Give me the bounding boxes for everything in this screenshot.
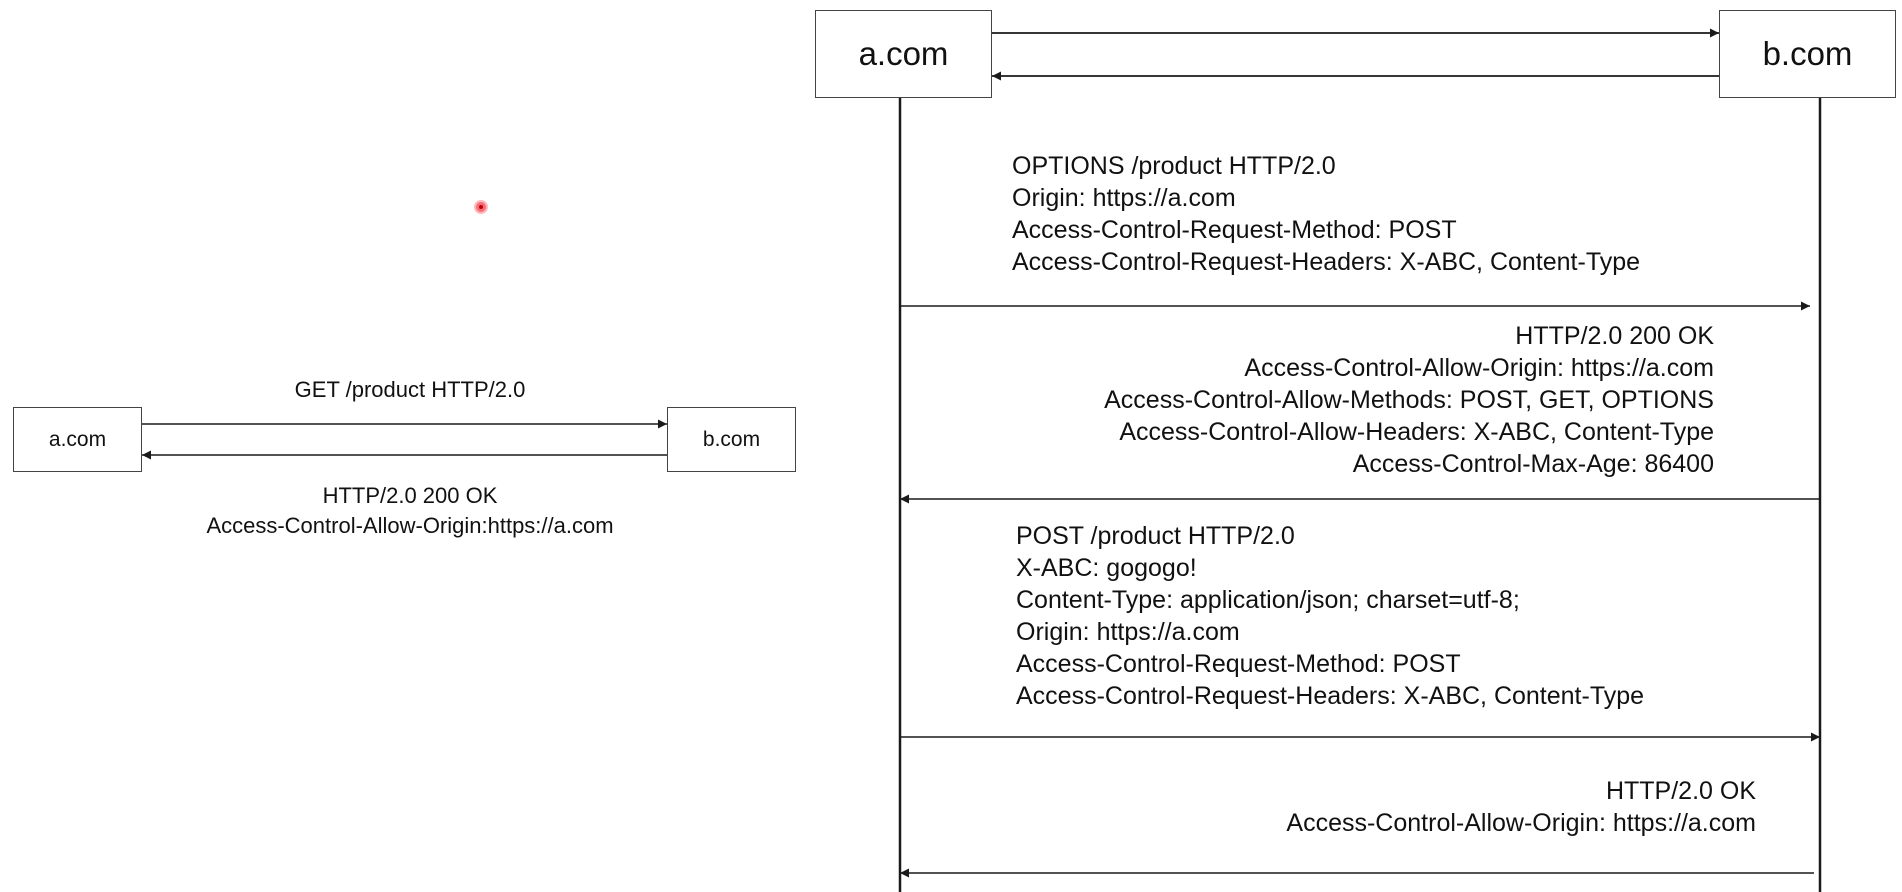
- message-line: Access-Control-Allow-Origin: https://a.c…: [1286, 809, 1756, 837]
- simple-server-label: b.com: [702, 427, 761, 451]
- message-line: Access-Control-Allow-Origin: https://a.c…: [1244, 354, 1714, 382]
- simple-request-label: GET /product HTTP/2.0: [230, 375, 590, 405]
- simple-request-line: GET /product HTTP/2.0: [294, 377, 526, 402]
- simple-client-box: a.com: [13, 407, 142, 472]
- simple-response-label: HTTP/2.0 200 OK Access-Control-Allow-Ori…: [160, 481, 660, 541]
- message-line: Access-Control-Max-Age: 86400: [1352, 450, 1714, 478]
- preflight-client-label: a.com: [858, 35, 949, 72]
- message-line: Access-Control-Request-Method: POST: [1016, 650, 1461, 678]
- post-request-label: POST /product HTTP/2.0 X-ABC: gogogo! Co…: [1016, 520, 1644, 712]
- simple-server-box: b.com: [667, 407, 796, 472]
- message-line: Access-Control-Request-Method: POST: [1012, 216, 1457, 244]
- message-line: OPTIONS /product HTTP/2.0: [1012, 152, 1336, 180]
- options-request-label: OPTIONS /product HTTP/2.0 Origin: https:…: [1012, 150, 1640, 278]
- post-response-label: HTTP/2.0 OK Access-Control-Allow-Origin:…: [1286, 775, 1756, 839]
- simple-response-header: Access-Control-Allow-Origin:https://a.co…: [206, 513, 614, 538]
- simple-client-label: a.com: [48, 427, 107, 451]
- message-line: POST /product HTTP/2.0: [1016, 522, 1295, 550]
- message-line: Access-Control-Allow-Methods: POST, GET,…: [1104, 386, 1714, 414]
- message-line: Origin: https://a.com: [1012, 184, 1236, 212]
- message-line: Origin: https://a.com: [1016, 618, 1240, 646]
- message-line: HTTP/2.0 OK: [1605, 777, 1756, 805]
- preflight-server-box: b.com: [1719, 10, 1896, 98]
- message-line: X-ABC: gogogo!: [1016, 554, 1197, 582]
- message-line: Content-Type: application/json; charset=…: [1016, 586, 1520, 614]
- message-line: HTTP/2.0 200 OK: [1515, 322, 1714, 350]
- options-response-label: HTTP/2.0 200 OK Access-Control-Allow-Ori…: [1104, 320, 1714, 480]
- simple-response-status: HTTP/2.0 200 OK: [322, 483, 498, 508]
- message-line: Access-Control-Request-Headers: X-ABC, C…: [1012, 248, 1641, 276]
- preflight-server-label: b.com: [1762, 35, 1853, 72]
- preflight-client-box: a.com: [815, 10, 992, 98]
- cursor-pointer-dot: [474, 200, 488, 214]
- message-line: Access-Control-Request-Headers: X-ABC, C…: [1016, 682, 1645, 710]
- message-line: Access-Control-Allow-Headers: X-ABC, Con…: [1119, 418, 1714, 446]
